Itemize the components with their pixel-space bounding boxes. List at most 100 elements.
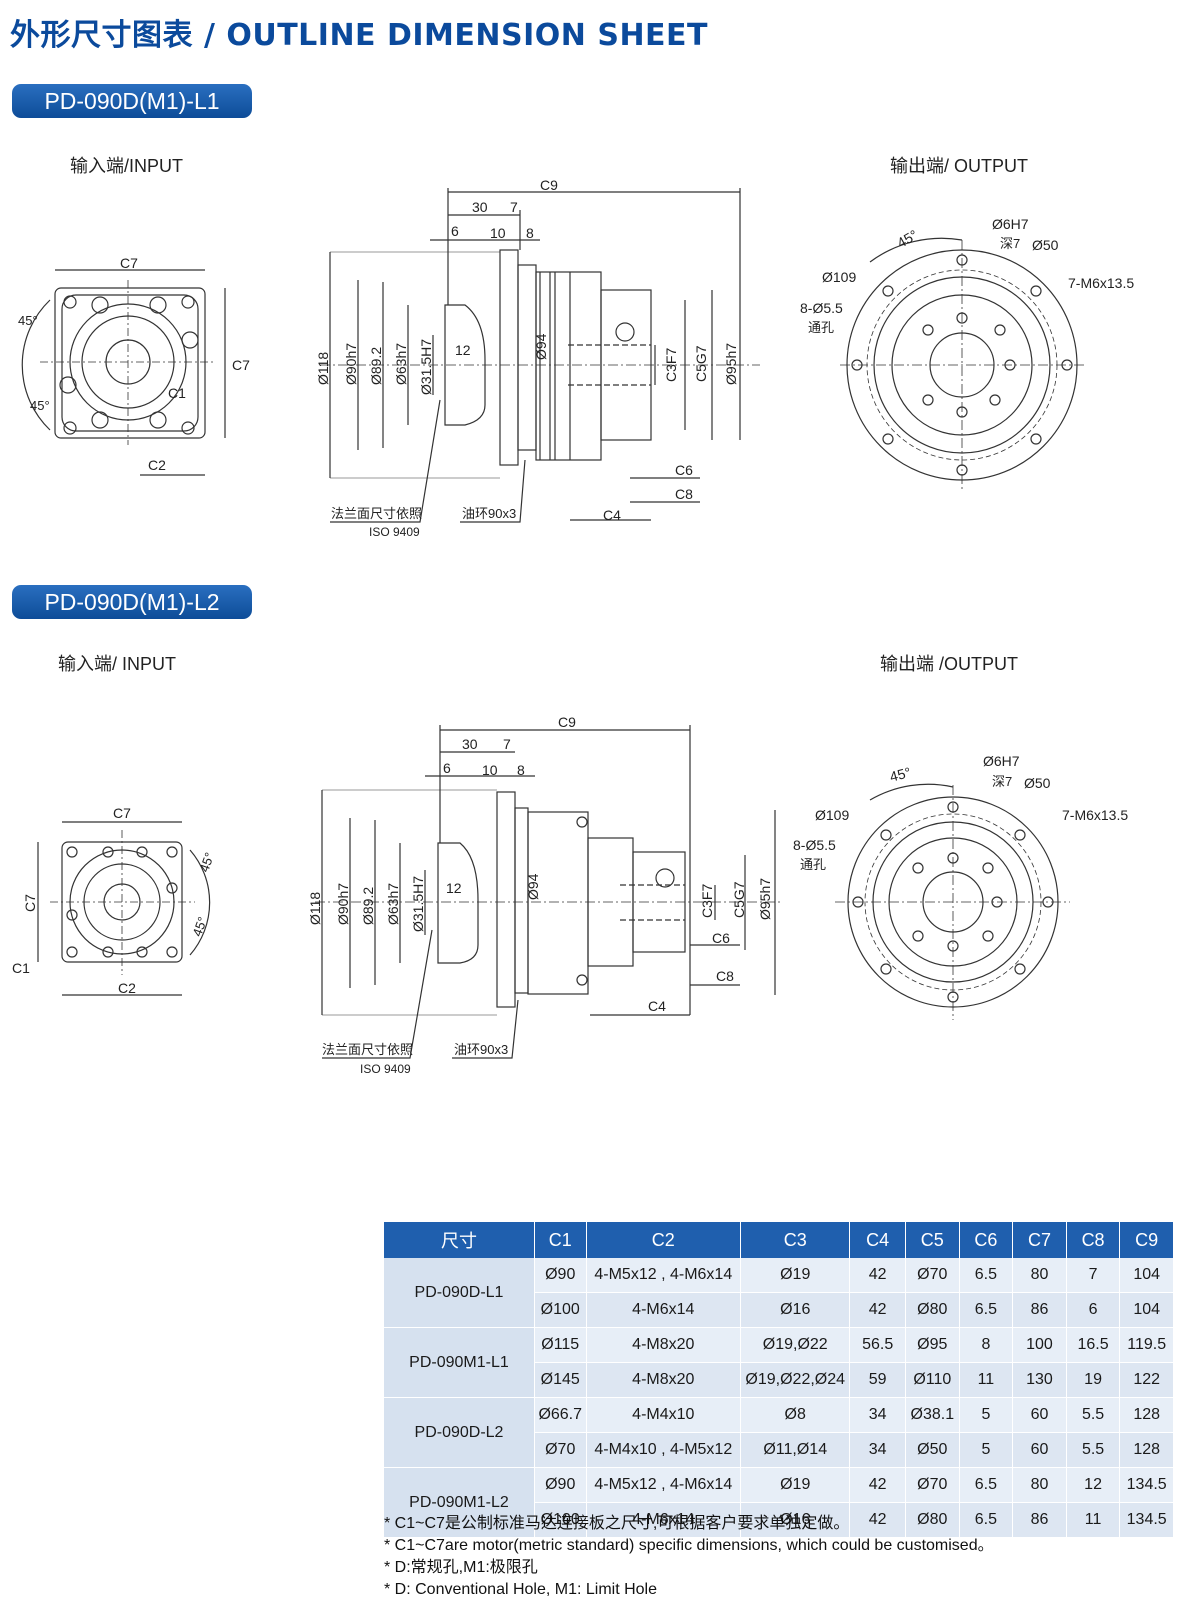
depth-7-l2: 深7	[992, 774, 1012, 789]
dim-315-l1: Ø31.5H7	[418, 339, 434, 395]
table-cell: 5.5	[1066, 1397, 1121, 1433]
thread-m6-l1: 7-M6x13.5	[1068, 275, 1134, 291]
model-cell: PD-090M1-L2	[384, 1467, 535, 1538]
dim-95-l2: Ø95h7	[757, 878, 773, 920]
header-c1: C1	[534, 1222, 587, 1258]
dim-10-l1: 10	[490, 225, 506, 241]
table-cell: 4-M6x14	[586, 1502, 742, 1538]
dim-892-l1: Ø89.2	[368, 347, 384, 385]
dim-c1-l2: C1	[12, 960, 30, 976]
table-cell: Ø19,Ø22	[740, 1327, 851, 1363]
dim-30-l2: 30	[462, 736, 478, 752]
note-flange-l2: 法兰面尺寸依照	[322, 1042, 413, 1057]
table-cell: 80	[1012, 1258, 1067, 1293]
note-line: * C1~C7are motor(metric standard) specif…	[384, 1537, 994, 1554]
table-cell: 7	[1066, 1258, 1121, 1293]
dim-118-l1: Ø118	[315, 352, 331, 385]
table-cell: 130	[1012, 1362, 1067, 1398]
header-c7: C7	[1012, 1222, 1067, 1258]
table-cell: 128	[1119, 1397, 1174, 1433]
table-cell: Ø100	[534, 1292, 587, 1328]
dim-c5-l2: C5G7	[731, 881, 747, 918]
dim-c5-l1: C5G7	[693, 345, 709, 382]
dim-94-l2: Ø94	[525, 873, 541, 900]
header-c6: C6	[959, 1222, 1014, 1258]
page-title: 外形尺寸图表 / OUTLINE DIMENSION SHEET	[10, 18, 709, 53]
table-cell: Ø19	[740, 1258, 851, 1293]
output-label-l2: 输出端 /OUTPUT	[880, 654, 1018, 674]
table-cell: 6.5	[959, 1292, 1014, 1328]
table-cell: Ø90	[534, 1258, 587, 1293]
note-line: * C1~C7是公制标准马达连接板之尺寸,可根据客户要求单独定做。	[384, 1515, 850, 1532]
table-cell: 6.5	[959, 1502, 1014, 1538]
input-label-l1: 输入端/INPUT	[70, 156, 184, 176]
table-cell: 42	[849, 1292, 906, 1328]
input-flange-view-l1	[21, 269, 226, 476]
table-cell: Ø80	[905, 1292, 960, 1328]
table-cell: 6	[1066, 1292, 1121, 1328]
output-label-l1: 输出端/ OUTPUT	[890, 156, 1028, 176]
dim-12-l1: 12	[455, 342, 471, 358]
dim-7-l1: 7	[510, 199, 518, 215]
model-cell: PD-090D-L2	[384, 1397, 535, 1468]
dim-c7-top-l1: C7	[120, 255, 138, 271]
dim-10-l2: 10	[482, 762, 498, 778]
dim-892-l2: Ø89.2	[360, 887, 376, 925]
dim-c7-side-l1: C7	[232, 357, 250, 373]
dim-c2-l1: C2	[148, 457, 166, 473]
table-cell: 42	[849, 1467, 906, 1503]
dim-94-l1: Ø94	[533, 333, 549, 360]
dim-c8-l1: C8	[675, 486, 693, 502]
table-cell: 86	[1012, 1502, 1067, 1538]
dim-6h7-l1: Ø6H7	[992, 216, 1029, 232]
dim-c3-l2: C3F7	[699, 884, 715, 918]
output-face-view-l2	[835, 783, 1070, 1020]
dim-c4-l2: C4	[648, 998, 666, 1014]
table-cell: 119.5	[1119, 1327, 1174, 1363]
dim-c1-l1: C1	[168, 385, 186, 401]
header-size: 尺寸	[384, 1222, 535, 1258]
dim-6h7-l2: Ø6H7	[983, 753, 1020, 769]
table-cell: Ø19	[740, 1467, 851, 1503]
table-cell: 4-M6x14	[586, 1292, 742, 1328]
through-hole-l2: 通孔	[800, 857, 826, 872]
holes-8-l2: 8-Ø5.5	[793, 837, 836, 853]
table-cell: Ø95	[905, 1327, 960, 1363]
note-iso-l2: ISO 9409	[360, 1062, 411, 1076]
angle-45-b-l2: 45°	[189, 915, 210, 939]
table-cell: 34	[849, 1397, 906, 1433]
input-label-l2: 输入端/ INPUT	[58, 654, 177, 674]
dim-63-l1: Ø63h7	[393, 343, 409, 385]
header-c8: C8	[1066, 1222, 1121, 1258]
table-cell: 134.5	[1119, 1467, 1174, 1503]
model-tag-l1: PD-090D(M1)-L1	[12, 84, 252, 118]
table-cell: Ø66.7	[534, 1397, 587, 1433]
table-cell: 42	[849, 1258, 906, 1293]
table-cell: Ø70	[905, 1258, 960, 1293]
table-cell: 122	[1119, 1362, 1174, 1398]
table-cell: 100	[1012, 1327, 1067, 1363]
table-cell: Ø115	[534, 1327, 587, 1363]
note-iso-l1: ISO 9409	[369, 525, 420, 539]
note-line: * D: Conventional Hole, M1: Limit Hole	[384, 1581, 658, 1598]
dim-90-l1: Ø90h7	[343, 343, 359, 385]
table-cell: 12	[1066, 1467, 1121, 1503]
table-cell: Ø50	[905, 1432, 960, 1468]
angle-45-a-l2: 45°	[196, 850, 217, 874]
dim-109-l1: Ø109	[822, 269, 856, 285]
table-cell: 56.5	[849, 1327, 906, 1363]
side-view-l2	[315, 725, 780, 1059]
depth-7-l1: 深7	[1000, 236, 1020, 251]
dim-c9-l1: C9	[540, 177, 558, 193]
dim-50-l1: Ø50	[1032, 237, 1059, 253]
